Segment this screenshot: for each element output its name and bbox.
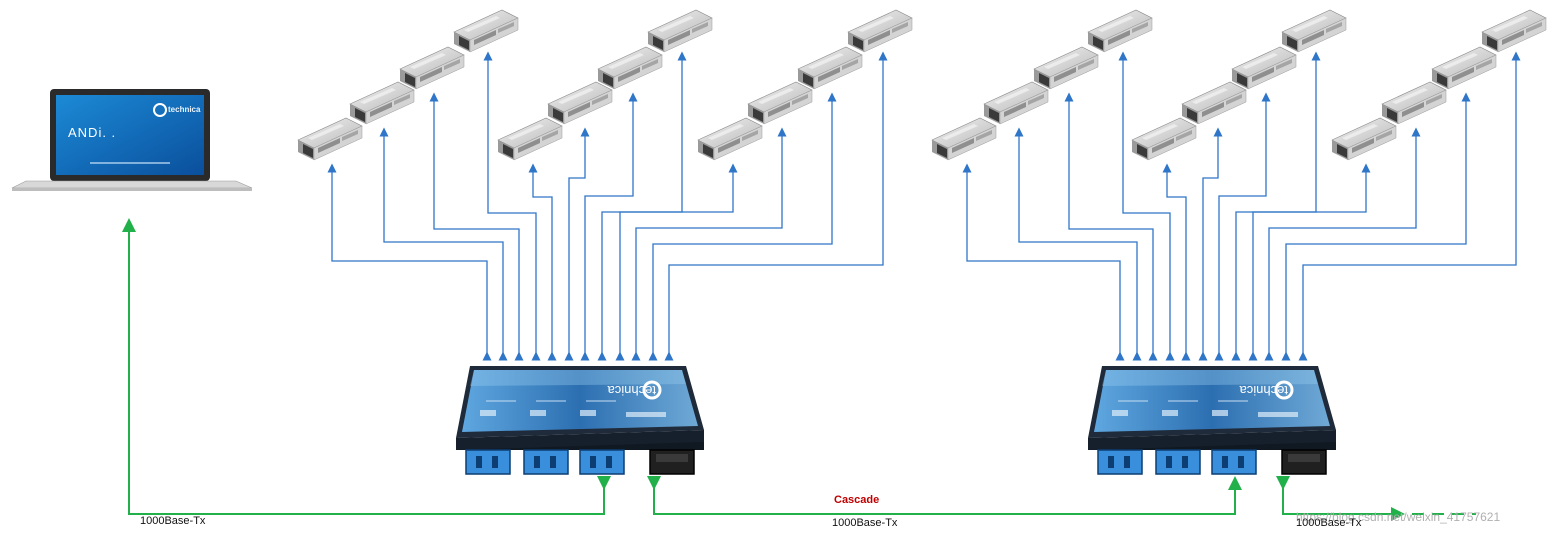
ecu-link — [483, 51, 541, 361]
ecu-module-icon — [1431, 46, 1497, 90]
right-link-label: 1000Base-Tx — [1296, 517, 1362, 529]
laptop-screen-title: ANDi. . — [68, 125, 117, 140]
ecu-module-icon — [597, 46, 663, 90]
ecu-link — [1162, 163, 1191, 361]
ecu-module-icon — [797, 46, 863, 90]
laptop-to-switch-link — [122, 218, 611, 515]
ecu-link — [1198, 127, 1223, 361]
ecu-module-icon — [1281, 9, 1347, 53]
ecu-module-icon — [1231, 46, 1297, 90]
laptop-icon — [11, 89, 253, 191]
ecu-module-icon — [547, 81, 613, 125]
ecu-link — [429, 92, 524, 361]
ecu-link — [1231, 51, 1321, 361]
ecu-module-icon — [453, 9, 519, 53]
ecu-link — [1298, 51, 1521, 361]
ecu-module-icon — [497, 117, 563, 161]
extension-link — [1276, 476, 1405, 521]
ecu-module-icon — [931, 117, 997, 161]
ecu-module-icon — [1481, 9, 1547, 53]
ecu-link — [1014, 127, 1142, 361]
cascade-title: Cascade — [834, 494, 880, 506]
ecu-module-icon — [1381, 81, 1447, 125]
ecu-link — [962, 163, 1125, 361]
ecu-module-icon — [349, 81, 415, 125]
ecu-link — [1214, 92, 1271, 361]
ecu-module-icon — [847, 9, 913, 53]
ecu-group-left — [297, 9, 913, 161]
ecu-module-icon — [747, 81, 813, 125]
ecu-link — [1118, 51, 1175, 361]
ecu-module-icon — [1181, 81, 1247, 125]
ecu-link — [379, 127, 508, 361]
ecu-module-icon — [697, 117, 763, 161]
ecu-link — [580, 92, 638, 361]
ecu-module-icon — [1033, 46, 1099, 90]
ethernet-switch-right — [1086, 364, 1338, 476]
ecu-link — [597, 51, 687, 361]
ecu-links-right — [962, 51, 1521, 361]
watermark: https://blog.csdn.net/weixin_41757621 — [1296, 510, 1501, 524]
ecu-module-icon — [983, 81, 1049, 125]
laptop-screen-brand: technica — [168, 105, 201, 114]
ecu-module-icon — [1131, 117, 1197, 161]
ethernet-switch-left — [454, 364, 706, 476]
ecu-module-icon — [1331, 117, 1397, 161]
ecu-link — [1248, 163, 1371, 361]
cascade-link — [647, 476, 1242, 515]
ecu-module-icon — [647, 9, 713, 53]
ecu-module-icon — [297, 117, 363, 161]
ethernet-links — [122, 218, 1476, 521]
ecu-link — [327, 163, 492, 361]
ecu-link — [664, 51, 888, 361]
cascade-link-label: 1000Base-Tx — [832, 517, 898, 529]
ecu-link — [564, 127, 590, 361]
ecu-group-right — [931, 9, 1547, 161]
ecu-module-icon — [399, 46, 465, 90]
ecu-module-icon — [1087, 9, 1153, 53]
ecu-link — [615, 163, 738, 361]
left-link-label: 1000Base-Tx — [140, 515, 206, 527]
